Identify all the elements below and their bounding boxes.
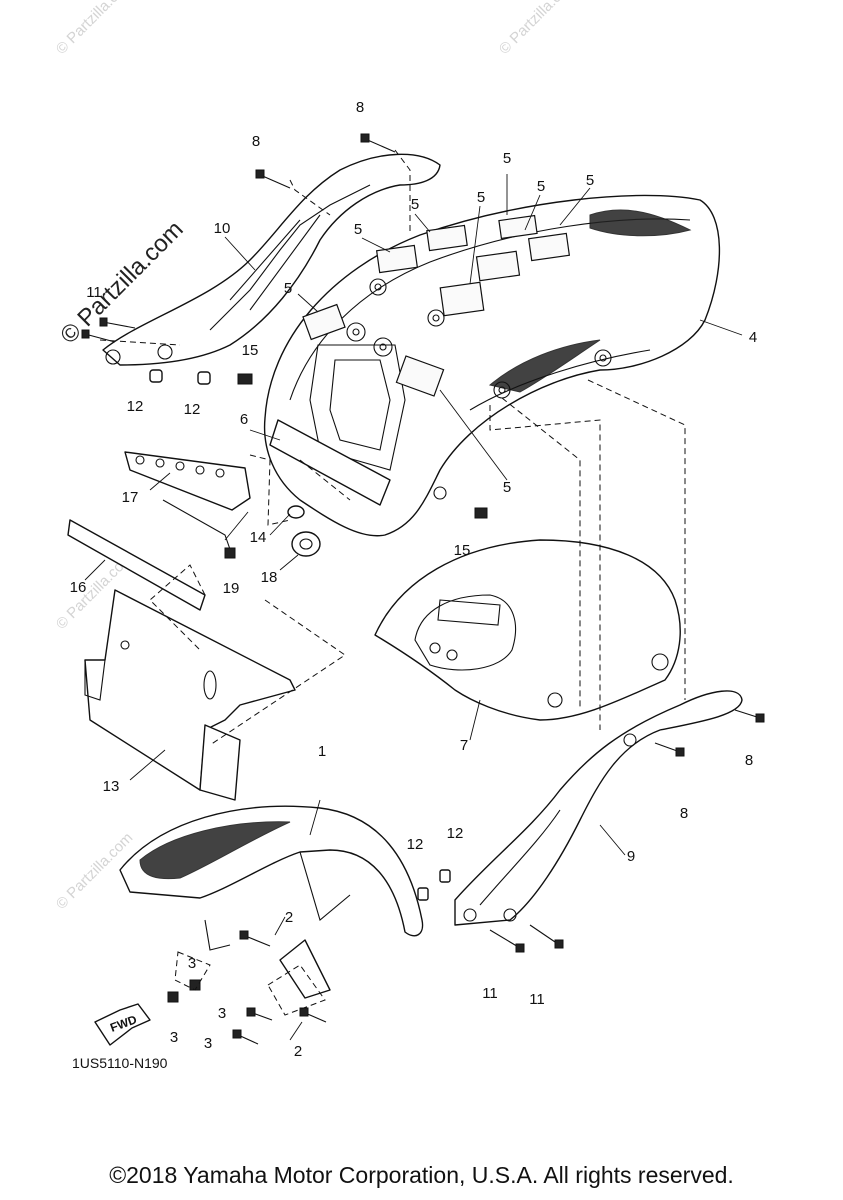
assembly-lines: [99, 149, 686, 1016]
callout-11: 11: [86, 284, 102, 301]
damper-part-18: [291, 531, 321, 557]
callout-8: 8: [745, 752, 753, 769]
callout-3: 3: [188, 955, 196, 972]
callout-12: 12: [447, 825, 464, 842]
callout-8: 8: [356, 99, 364, 116]
callout-5: 5: [586, 172, 594, 189]
callout-5: 5: [503, 150, 511, 167]
callout-10: 10: [214, 220, 231, 237]
callout-5: 5: [284, 280, 292, 297]
callout-17: 17: [122, 489, 139, 506]
right-rail-part: [454, 690, 743, 926]
callout-2: 2: [294, 1043, 302, 1060]
callout-1: 1: [318, 743, 326, 760]
callout-11: 11: [482, 985, 498, 1002]
watermark: © Partzilla.com: [496, 0, 579, 58]
callout-15: 15: [242, 342, 259, 359]
right-rail-bolts: [417, 709, 765, 953]
callout-2: 2: [285, 909, 293, 926]
callout-8: 8: [252, 133, 260, 150]
callout-5: 5: [537, 178, 545, 195]
callout-3: 3: [170, 1029, 178, 1046]
callout-labels: 8 8 5 5 5 5 5 5 5 5 10 11 4 15 12 12 6 1…: [70, 99, 758, 1060]
callout-4: 4: [749, 329, 757, 346]
callout-18: 18: [261, 569, 278, 586]
callout-12: 12: [184, 401, 201, 418]
leader-lines: [84, 174, 743, 1041]
callout-5: 5: [411, 196, 419, 213]
left-rail-part: [102, 153, 441, 366]
inner-fender-part: [374, 539, 681, 721]
callout-14: 14: [250, 529, 267, 546]
license-bracket-part: [84, 589, 296, 801]
callout-6: 6: [240, 411, 248, 428]
front-fender-part: [119, 805, 424, 999]
callout-3: 3: [204, 1035, 212, 1052]
plate-part-6: [269, 419, 391, 506]
watermark: © Partzilla.com: [53, 0, 136, 58]
callout-8: 8: [680, 805, 688, 822]
callout-7: 7: [460, 737, 468, 754]
callout-9: 9: [627, 848, 635, 865]
callout-5: 5: [503, 479, 511, 496]
callout-15: 15: [454, 542, 471, 559]
small-parts: [67, 419, 391, 611]
callout-13: 13: [103, 778, 120, 795]
callout-5: 5: [354, 221, 362, 238]
fwd-arrow-icon: FWD: [94, 1003, 151, 1046]
rear-fender-part: [263, 194, 721, 537]
strip-part-16: [67, 519, 206, 611]
callout-12: 12: [407, 836, 424, 853]
callout-3: 3: [218, 1005, 226, 1022]
wire-part-19: [162, 499, 233, 556]
callout-5: 5: [477, 189, 485, 206]
callout-11: 11: [529, 991, 545, 1008]
bracket-part-17: [124, 451, 251, 511]
callout-16: 16: [70, 579, 87, 596]
callout-19: 19: [223, 580, 240, 597]
nut-part-14: [287, 505, 305, 519]
diagram-code: 1US5110-N190: [72, 1055, 168, 1071]
callout-12: 12: [127, 398, 144, 415]
copyright-notice: ©2018 Yamaha Motor Corporation, U.S.A. A…: [109, 1162, 734, 1188]
